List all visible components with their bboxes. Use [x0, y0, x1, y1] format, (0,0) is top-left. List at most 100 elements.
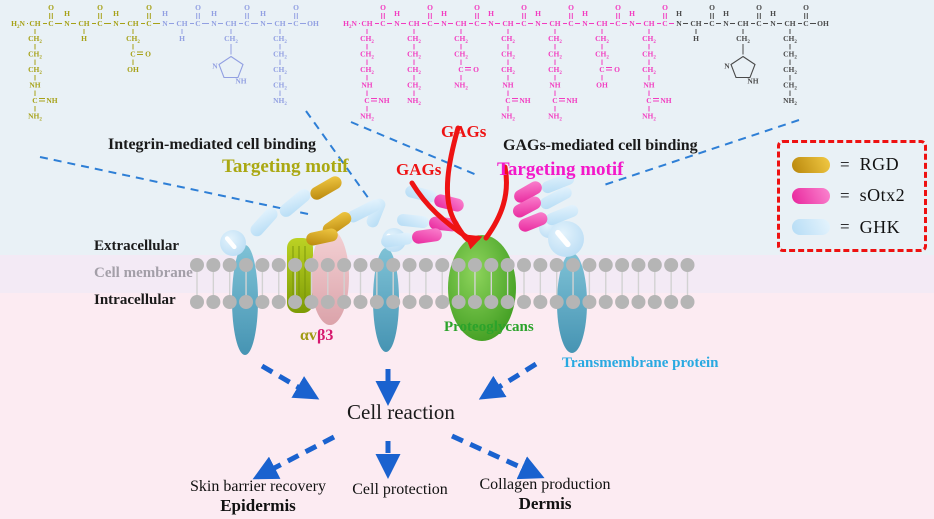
- structure-connector-lines: [39, 110, 800, 215]
- ghk-capsule: [397, 213, 429, 229]
- svg-text:H2N: H2N: [343, 19, 357, 30]
- svg-text:NH: NH: [549, 81, 560, 90]
- outcome-collagen: Collagen production Dermis: [470, 476, 620, 514]
- svg-text:H: H: [535, 9, 541, 18]
- ghk-capsule-swatch: [792, 219, 830, 236]
- svg-text:CH: CH: [29, 19, 40, 28]
- lipid-head: [598, 295, 613, 309]
- ball-highlight: [555, 229, 571, 248]
- lipid-head: [239, 258, 254, 272]
- svg-text:C: C: [568, 19, 573, 28]
- sotx2-capsule: [512, 196, 542, 218]
- svg-text:CH2: CH2: [783, 65, 797, 76]
- lipid-head: [320, 258, 335, 272]
- svg-text:CH: CH: [127, 19, 138, 28]
- svg-text:CH2: CH2: [501, 50, 515, 61]
- svg-text:CH2: CH2: [407, 65, 421, 76]
- svg-text:NH2: NH2: [454, 81, 468, 92]
- svg-text:CH2: CH2: [224, 34, 238, 45]
- svg-text:NH: NH: [660, 96, 671, 105]
- legend-label: sOtx2: [859, 185, 906, 206]
- ghk-capsule: [381, 232, 413, 248]
- lipid-head: [500, 295, 515, 309]
- equals-sign: =: [840, 217, 850, 237]
- svg-text:CH: CH: [274, 19, 285, 28]
- svg-text:O: O: [521, 3, 527, 12]
- outcome-layer: Dermis: [518, 494, 572, 513]
- outcome-text: Collagen production: [479, 476, 611, 493]
- svg-text:NH2: NH2: [783, 96, 797, 107]
- svg-text:O: O: [195, 3, 201, 12]
- svg-text:OH: OH: [127, 65, 139, 74]
- svg-text:C: C: [646, 96, 651, 105]
- svg-text:CH2: CH2: [407, 81, 421, 92]
- lipid-head: [451, 295, 466, 309]
- lipid-head: [320, 295, 335, 309]
- lipid-head: [222, 295, 237, 309]
- svg-text:C: C: [474, 19, 479, 28]
- svg-text:CH2: CH2: [454, 34, 468, 45]
- outcome-skin-barrier: Skin barrier recovery Epidermis: [182, 478, 334, 516]
- lipid-head: [418, 295, 433, 309]
- lipid-head: [549, 258, 564, 272]
- ghk-capsule: [545, 204, 579, 226]
- svg-text:CH2: CH2: [736, 34, 750, 45]
- lipid-head: [337, 258, 352, 272]
- svg-text:CH: CH: [549, 19, 560, 28]
- svg-text:O: O: [474, 3, 480, 12]
- equals-sign: =: [840, 185, 850, 205]
- svg-text:H: H: [629, 9, 635, 18]
- svg-text:CH2: CH2: [501, 65, 515, 76]
- svg-text:N: N: [676, 19, 682, 28]
- lipid-head: [598, 258, 613, 272]
- cell-membrane-label: Cell membrane: [94, 265, 193, 281]
- svg-text:NH2: NH2: [360, 112, 374, 123]
- svg-text:O: O: [662, 3, 668, 12]
- connector-dashed-line: [305, 110, 375, 207]
- svg-text:C: C: [97, 19, 102, 28]
- svg-text:N: N: [770, 19, 776, 28]
- svg-text:CH2: CH2: [28, 34, 42, 45]
- ghk-capsule: [279, 189, 311, 217]
- lipid-head: [435, 295, 450, 309]
- svg-text:CH: CH: [737, 19, 748, 28]
- svg-text:C: C: [756, 19, 761, 28]
- svg-text:CH2: CH2: [642, 34, 656, 45]
- lipid-bilayer: [190, 258, 695, 309]
- lipid-head: [566, 295, 581, 309]
- lipid-head: [288, 258, 303, 272]
- outcome-layer: Epidermis: [220, 496, 296, 515]
- ghk-capsule: [541, 172, 575, 194]
- svg-text:N: N: [535, 19, 541, 28]
- svg-text:N: N: [582, 19, 588, 28]
- svg-text:CH: CH: [455, 19, 466, 28]
- ball-highlight: [224, 236, 237, 250]
- svg-text:O: O: [803, 3, 809, 12]
- svg-text:CH2: CH2: [407, 34, 421, 45]
- connector-dashed-line: [350, 121, 480, 177]
- lipid-head: [615, 295, 630, 309]
- svg-text:H: H: [488, 9, 494, 18]
- svg-text:CH2: CH2: [273, 81, 287, 92]
- svg-text:CH2: CH2: [595, 34, 609, 45]
- lipid-head: [353, 258, 368, 272]
- connector-dashed-line: [600, 119, 800, 187]
- svg-text:CH2: CH2: [642, 65, 656, 76]
- svg-text:CH: CH: [176, 19, 187, 28]
- lipid-head: [680, 295, 695, 309]
- lipid-head: [582, 258, 597, 272]
- gag-chain: [483, 164, 509, 241]
- svg-text:CH2: CH2: [360, 34, 374, 45]
- svg-text:NH2: NH2: [273, 96, 287, 107]
- lipid-head: [451, 258, 466, 272]
- lipid-head: [631, 295, 646, 309]
- transmembrane-protein-label: Transmembrane protein: [562, 355, 719, 371]
- svg-text:H: H: [211, 9, 217, 18]
- svg-text:NH: NH: [361, 81, 372, 90]
- outcome-cell-protection: Cell protection: [340, 481, 460, 499]
- svg-text:N: N: [211, 19, 217, 28]
- svg-text:C: C: [130, 50, 135, 59]
- lipid-head: [517, 258, 531, 272]
- svg-text:OH: OH: [307, 19, 319, 28]
